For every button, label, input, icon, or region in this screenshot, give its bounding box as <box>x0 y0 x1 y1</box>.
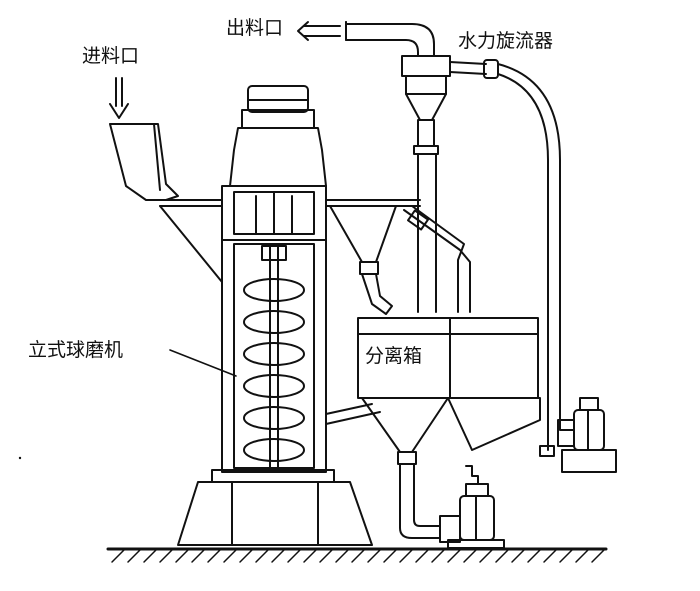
mill-foundation <box>177 469 373 546</box>
collection-hopper <box>329 205 397 315</box>
cyclone-feed-pipe <box>497 63 575 457</box>
separation-tank-label: 分离箱 <box>365 345 423 367</box>
discharge-outlet-label: 出料口 <box>226 17 284 39</box>
vertical-ball-mill-label: 立式球磨机 <box>28 339 124 361</box>
outlet-arrow <box>297 21 341 41</box>
ground <box>106 547 608 563</box>
separation-tank <box>325 317 541 539</box>
hydrocyclone <box>297 21 499 313</box>
feed-hopper <box>109 77 179 201</box>
hydrocyclone-label: 水力旋流器 <box>458 30 554 52</box>
mill-discharge-pipe <box>403 205 471 313</box>
vertical-ball-mill <box>154 85 421 473</box>
lower-pump <box>439 465 505 549</box>
mill-label-leader <box>169 349 237 377</box>
feed-inlet-label: 进料口 <box>82 45 140 67</box>
upper-pump <box>557 397 617 473</box>
